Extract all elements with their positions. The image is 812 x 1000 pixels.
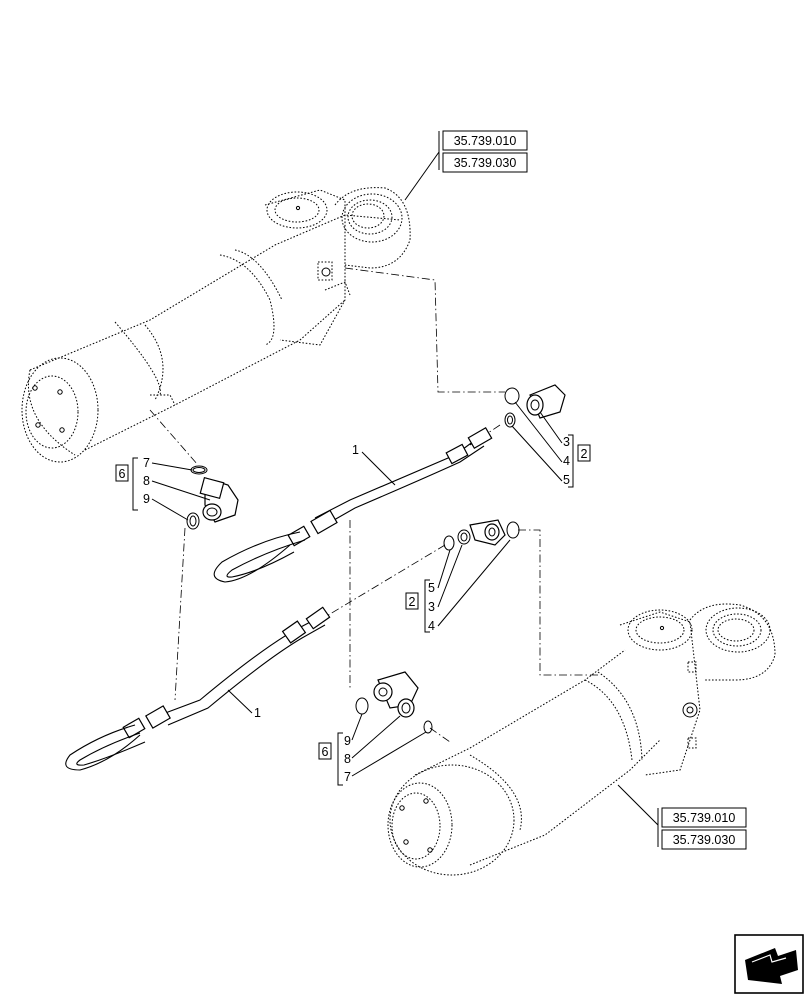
upper-left-cylinder [21,187,411,463]
group-box-2-right-top[interactable] [577,444,591,462]
ref-box-bottom-b[interactable] [661,829,747,850]
item-3-mid: 3 [428,600,435,614]
return-arrow-icon[interactable] [734,934,804,994]
ref-text-top-b: 35.739.030 [454,156,517,170]
group-label-6-left: 6 [119,467,126,481]
item-8-left: 8 [143,474,150,488]
bottom-reference-block: 35.739.010 35.739.030 [617,784,747,850]
right-top-fitting-group: 3 4 5 2 [344,267,591,488]
item-5-mid: 5 [428,581,435,595]
ref-text-top-a: 35.739.010 [454,134,517,148]
hose-callout-upper: 1 [352,443,359,457]
group-box-2-mid[interactable] [405,592,419,610]
item-4-right-top: 4 [563,454,570,468]
ref-box-bottom-a[interactable] [661,807,747,828]
item-9-left: 9 [143,492,150,506]
group-label-2-right-top: 2 [581,447,588,461]
top-reference-block: 35.739.010 35.739.030 [404,130,528,201]
bottom-fitting-group: 6 9 8 7 [318,671,451,786]
item-3-right-top: 3 [563,435,570,449]
group-box-6-left[interactable] [115,464,129,482]
lower-hose: 1 [65,606,331,771]
item-9-bottom: 9 [344,734,351,748]
item-5-right-top: 5 [563,473,570,487]
middle-fitting-group: 5 3 4 2 [319,519,600,676]
ref-box-top-a[interactable] [442,130,528,151]
group-label-6-bottom: 6 [322,745,329,759]
ref-text-bottom-a: 35.739.010 [673,811,736,825]
ref-box-top-b[interactable] [442,152,528,173]
hose-callout-lower: 1 [254,706,261,720]
ref-text-bottom-b: 35.739.030 [673,833,736,847]
left-fitting-group: 6 7 8 9 [115,409,239,701]
item-7-left: 7 [143,456,150,470]
group-label-2-mid: 2 [409,595,416,609]
item-8-bottom: 8 [344,752,351,766]
group-box-6-bottom[interactable] [318,742,332,760]
item-7-bottom: 7 [344,770,351,784]
upper-hose: 1 [213,426,493,690]
item-4-mid: 4 [428,619,435,633]
lower-right-cylinder [387,603,776,876]
